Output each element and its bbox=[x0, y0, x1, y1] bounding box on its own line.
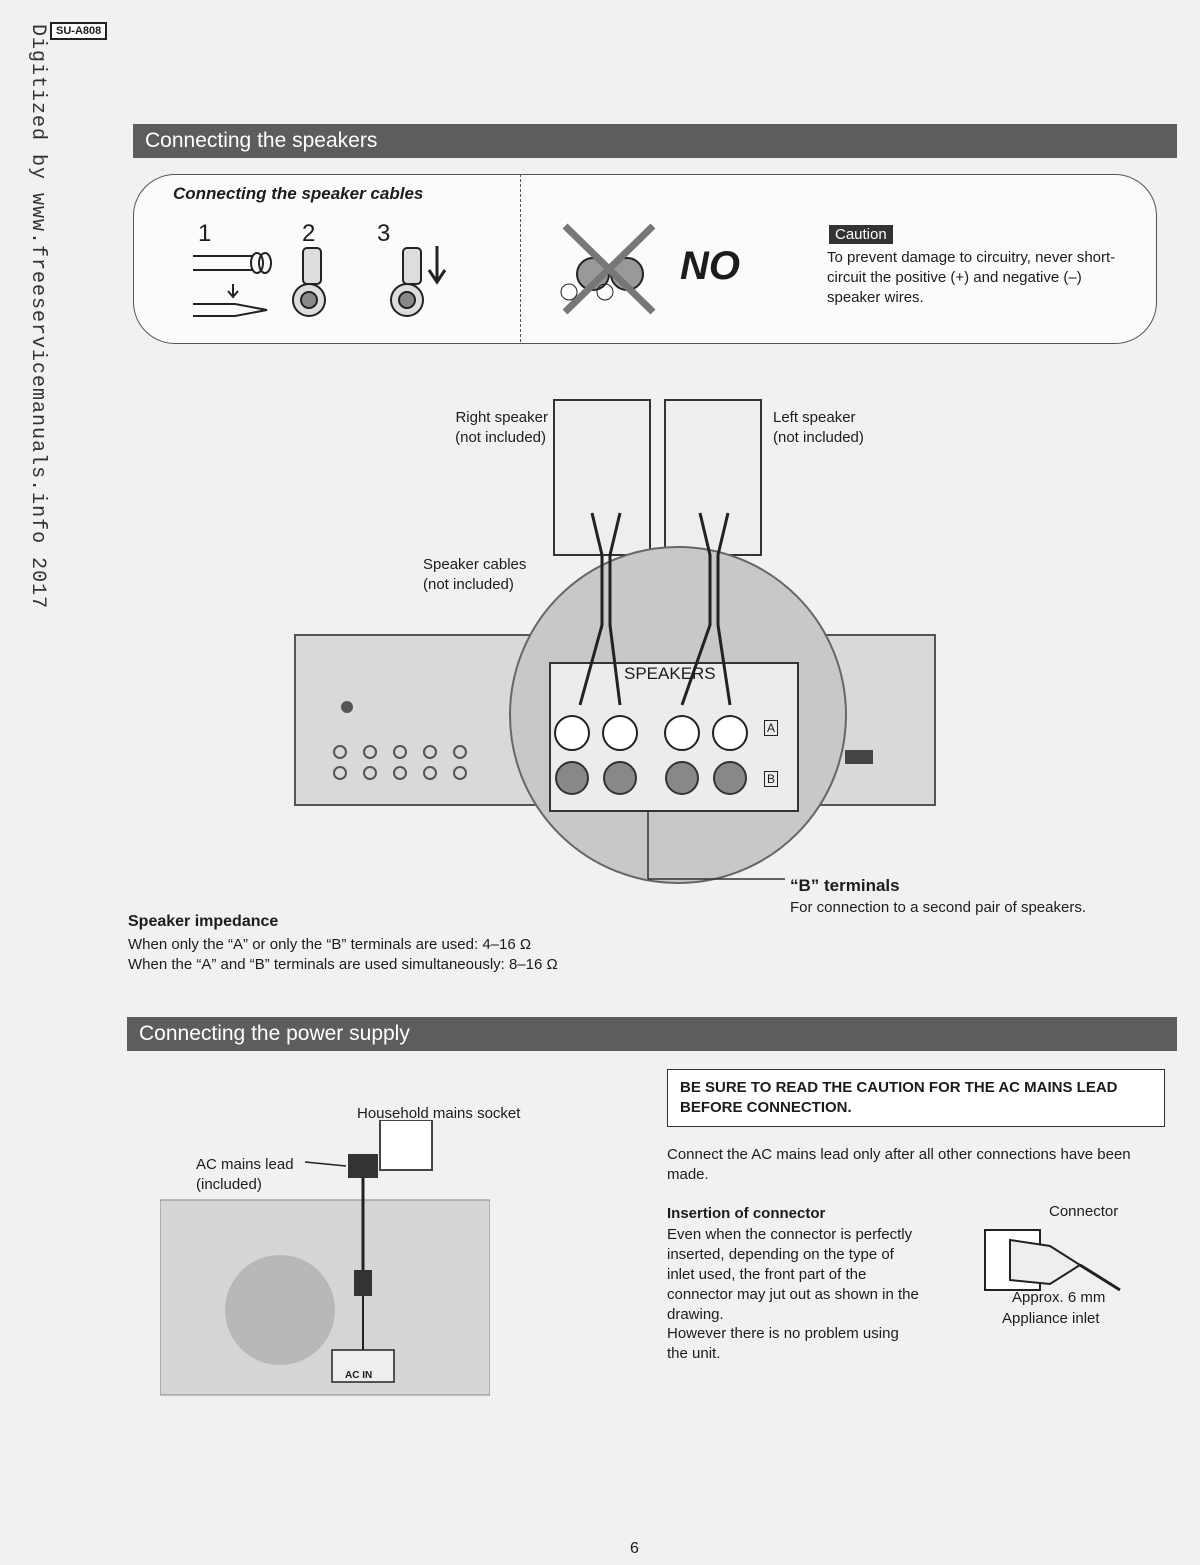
caution-badge: Caution bbox=[829, 225, 893, 244]
ac-in-label: AC IN bbox=[345, 1370, 373, 1381]
impedance-line-2: When the “A” and “B” terminals are used … bbox=[128, 956, 558, 973]
approx-label: Approx. 6 mm bbox=[1012, 1289, 1106, 1306]
b-terminals-title: “B” terminals bbox=[790, 876, 900, 895]
ac-lead-note: (included) bbox=[196, 1176, 262, 1193]
b-terminals-text: For connection to a second pair of speak… bbox=[790, 899, 1087, 916]
power-section-title: Connecting the power supply bbox=[127, 1017, 1177, 1051]
impedance-title: Speaker impedance bbox=[128, 913, 279, 930]
step-2-terminal-icon bbox=[292, 247, 326, 317]
short-circuit-warning-illustration bbox=[560, 223, 656, 315]
step-1-number: 1 bbox=[198, 220, 212, 247]
left-speaker-label: Left speaker bbox=[773, 409, 856, 426]
panel-divider bbox=[520, 174, 521, 342]
connector-label: Connector bbox=[1049, 1203, 1119, 1220]
caution-text: To prevent damage to circuitry, never sh… bbox=[827, 249, 1116, 306]
left-speaker-note: (not included) bbox=[773, 429, 864, 446]
insertion-title: Insertion of connector bbox=[667, 1205, 826, 1222]
terminal-a-label: A bbox=[764, 720, 779, 736]
speaker-cables-note: (not included) bbox=[423, 576, 514, 593]
cable-steps-illustration bbox=[193, 246, 447, 317]
speaker-cables-label: Speaker cables bbox=[423, 556, 527, 573]
connector-inlet-illustration bbox=[984, 1229, 1121, 1292]
right-speaker-label: Right speaker bbox=[455, 409, 548, 426]
ac-lead-label: AC mains lead bbox=[196, 1156, 294, 1173]
step-3-terminal-icon bbox=[390, 246, 447, 317]
step-3-number: 3 bbox=[377, 220, 391, 247]
speaker-cables-title: Connecting the speaker cables bbox=[173, 184, 424, 203]
no-label: NO bbox=[680, 244, 740, 288]
insertion-text-2: However there is no problem using the un… bbox=[667, 1325, 899, 1362]
mains-socket-label: Household mains socket bbox=[357, 1105, 521, 1122]
insertion-text-1: Even when the connector is perfectly ins… bbox=[667, 1226, 919, 1323]
step-2-number: 2 bbox=[302, 220, 316, 247]
step-1-twist-icon bbox=[193, 252, 272, 317]
model-tag: SU-A808 bbox=[50, 22, 108, 40]
speakers-section-title: Connecting the speakers bbox=[133, 124, 1177, 158]
ac-lead-notice: BE SURE TO READ THE CAUTION FOR THE AC M… bbox=[667, 1069, 1165, 1127]
digitized-watermark: Digitized by www.freeservicemanuals.info… bbox=[26, 24, 49, 610]
right-speaker-note: (not included) bbox=[455, 429, 546, 446]
appliance-inlet-label: Appliance inlet bbox=[1002, 1310, 1100, 1327]
page-number: 6 bbox=[630, 1540, 639, 1557]
speakers-panel-label: SPEAKERS bbox=[624, 664, 716, 683]
impedance-line-1: When only the “A” or only the “B” termin… bbox=[128, 936, 532, 953]
terminal-b-label: B bbox=[764, 771, 779, 787]
speaker-connection-diagram bbox=[294, 399, 936, 884]
power-connection-illustration bbox=[160, 1120, 490, 1396]
connect-instruction: Connect the AC mains lead only after all… bbox=[667, 1146, 1131, 1183]
